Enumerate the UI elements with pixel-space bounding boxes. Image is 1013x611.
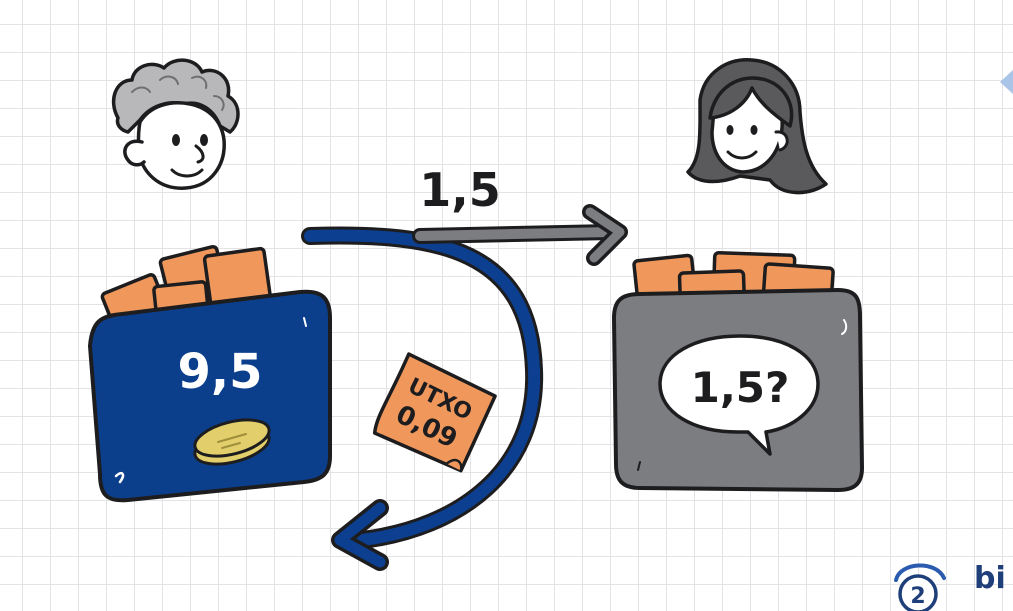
logo-badge-number: 2 [910,584,925,609]
sender-person-icon [111,58,240,190]
transfer-arrow [412,204,628,266]
brand-logo: 2 bi [894,561,1006,611]
receiver-wallet: 1,5? [612,251,864,492]
receiver-bubble-label: 1,5? [691,363,790,412]
gold-coin-icon [193,418,271,466]
sender-balance-label: 9,5 [177,344,262,400]
transfer-amount-label: 1,5 [419,163,501,217]
cropped-arrow-fragment [1000,70,1013,94]
logo-text: bi [974,561,1006,596]
utxo-change-note: UTXO 0,09 [372,352,497,473]
question-speech-bubble: 1,5? [658,334,820,456]
sender-wallet: 9,5 [88,244,332,503]
receiver-person-icon [686,58,828,195]
